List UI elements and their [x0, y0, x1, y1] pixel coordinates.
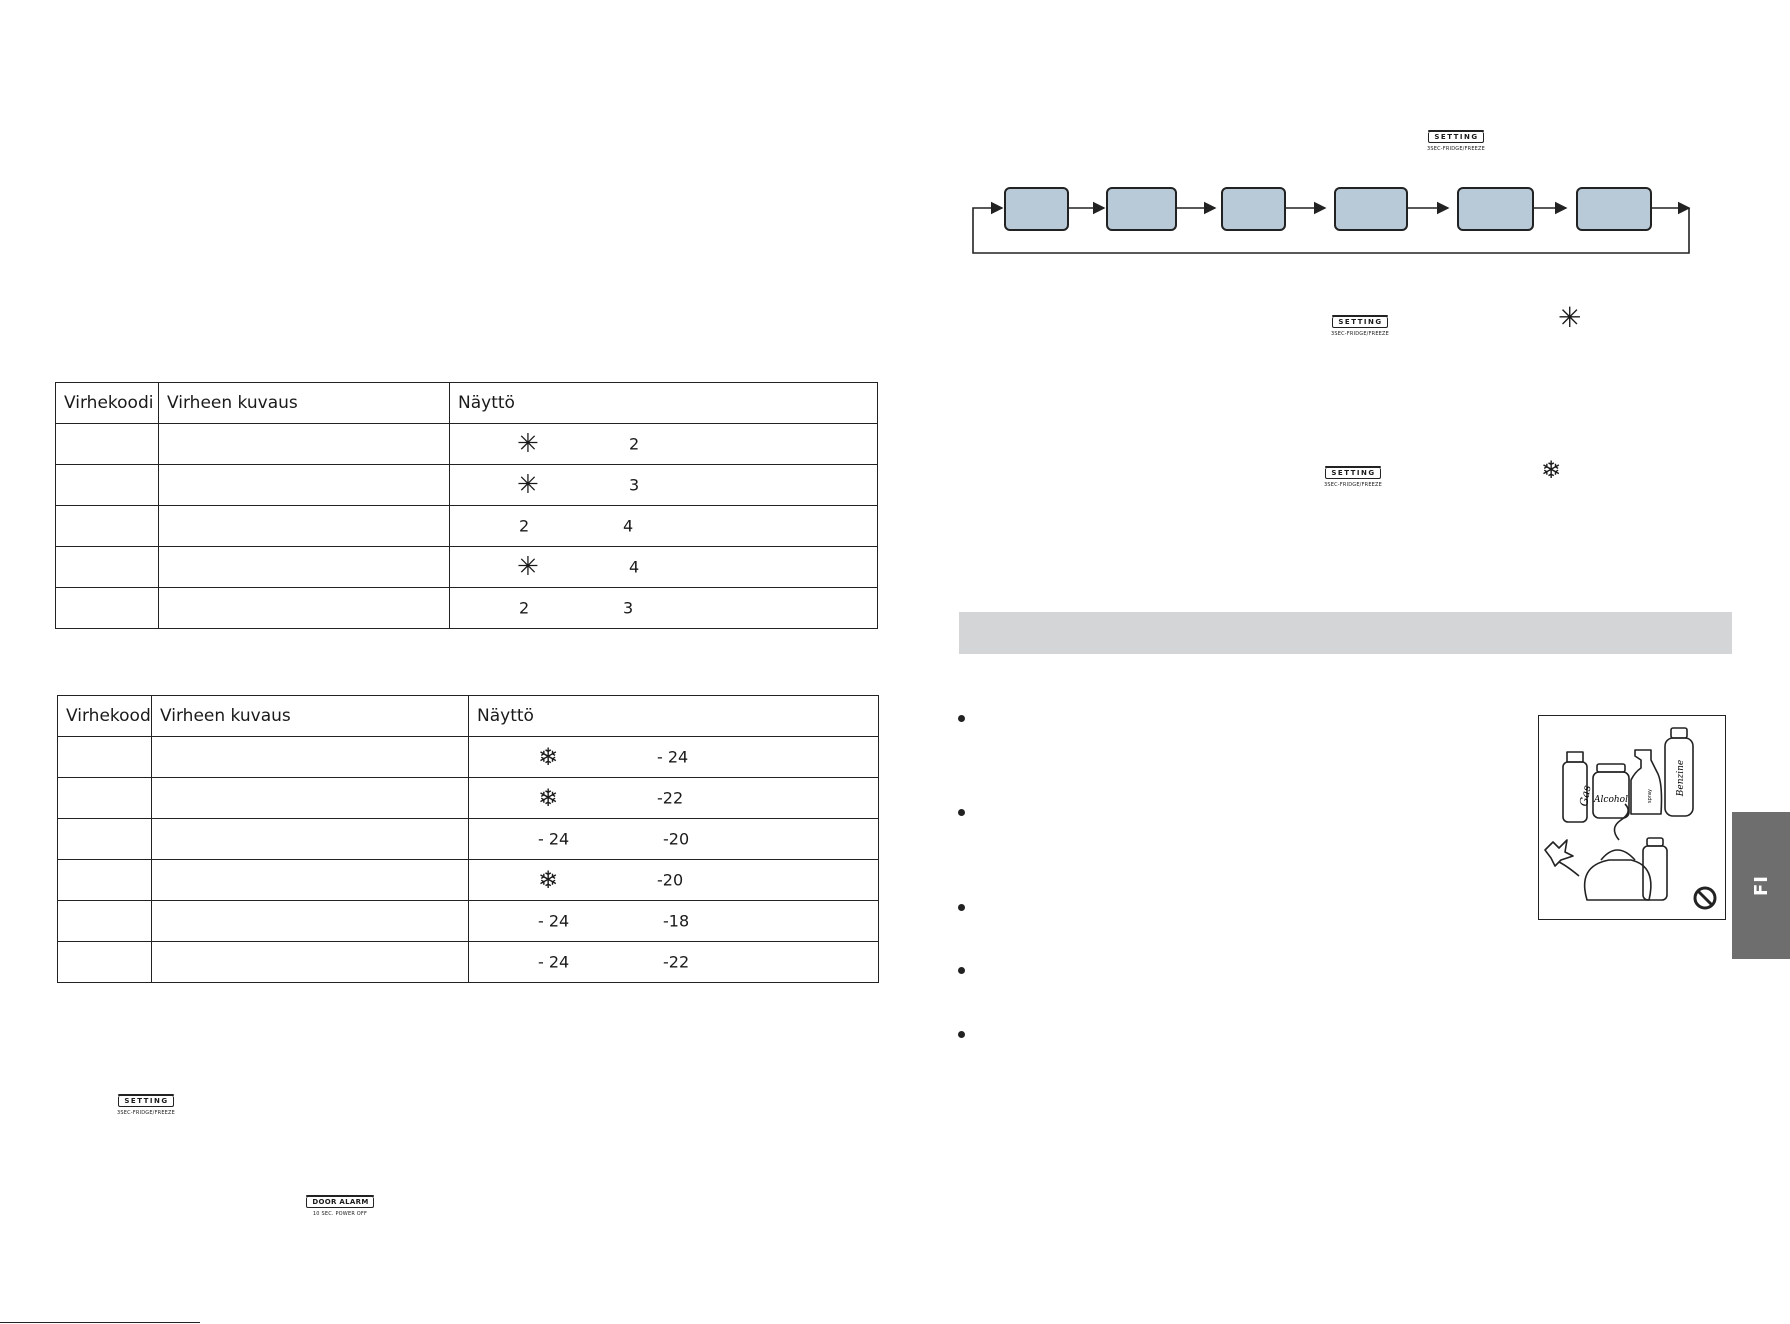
cycle-step-1 — [1004, 187, 1069, 231]
freezer-snowflake-icon: ❄ — [1541, 456, 1562, 484]
fridge-asterisk-icon: ✳ — [1558, 301, 1582, 334]
page-bottom-rule — [0, 1322, 200, 1323]
language-tab-label: FI — [1750, 875, 1772, 896]
freezer-snowflake-icon: ❄ — [538, 743, 559, 771]
bullet-point — [958, 904, 965, 911]
display-value: -18 — [663, 911, 690, 931]
col-header-description: Virheen kuvaus — [151, 695, 469, 737]
setting-label: SETTING — [1325, 466, 1381, 479]
display-value: 4 — [623, 516, 634, 536]
display-value: - 24 — [538, 952, 570, 972]
fridge-asterisk-icon: ✳ — [517, 552, 539, 582]
alcohol-label: Alcohol — [1593, 795, 1628, 805]
display-value: -22 — [663, 952, 690, 972]
table-row: ❄ -22 — [57, 777, 879, 819]
table-row: - 24 -22 — [57, 941, 879, 983]
cycle-step-3 — [1221, 187, 1286, 231]
bullet-point — [958, 967, 965, 974]
cycle-step-5 — [1457, 187, 1534, 231]
cycle-step-6 — [1576, 187, 1652, 231]
cycle-step-4 — [1334, 187, 1408, 231]
table-row: ❄ - 24 — [57, 736, 879, 778]
section-heading-band — [959, 612, 1732, 654]
freezer-snowflake-icon: ❄ — [538, 784, 559, 812]
setting-sub-label: 3SEC-FRIDGE/FREEZE — [116, 1110, 176, 1116]
bullet-point — [958, 715, 965, 722]
flammable-substances-illustration: Gas Alcohol spray Benzine — [1538, 715, 1726, 920]
col-header-code: Virhekoodi — [55, 382, 159, 424]
col-header-code: Virhekoodi — [57, 695, 152, 737]
setting-label: SETTING — [118, 1094, 174, 1107]
setting-button-icon: SETTING 3SEC-FRIDGE/FREEZE — [1320, 309, 1400, 337]
col-header-display: Näyttö — [449, 382, 878, 424]
table-row: ❄ -20 — [57, 859, 879, 901]
display-value: 2 — [519, 598, 530, 618]
display-value: - 24 — [538, 911, 570, 931]
display-value: -22 — [657, 788, 684, 808]
freezer-snowflake-icon: ❄ — [538, 866, 559, 894]
display-value: - 24 — [538, 829, 570, 849]
cycle-step-2 — [1106, 187, 1177, 231]
gas-label: Gas — [1577, 784, 1594, 807]
table-row: ✳3 — [55, 464, 878, 506]
setting-label: SETTING — [1332, 315, 1388, 328]
spray-label: spray — [1647, 789, 1653, 803]
display-value: 2 — [629, 434, 640, 454]
door-alarm-label: DOOR ALARM — [306, 1195, 374, 1208]
display-value: 3 — [623, 598, 634, 618]
language-tab-fi: FI — [1732, 812, 1790, 959]
bullet-point — [958, 1031, 965, 1038]
table-row: - 24 -20 — [57, 818, 879, 860]
table-header-row: Virhekoodi Virheen kuvaus Näyttö — [55, 382, 878, 424]
benzine-label: Benzine — [1676, 760, 1686, 797]
display-value: 3 — [629, 475, 640, 495]
table-row: ✳2 — [55, 423, 878, 465]
cycle-connectors — [972, 201, 1691, 254]
table-row: - 24 -18 — [57, 900, 879, 942]
display-value: - 24 — [657, 747, 689, 767]
setting-sub-label: 3SEC-FRIDGE/FREEZE — [1323, 482, 1383, 488]
door-alarm-button-icon: DOOR ALARM 10 SEC. POWER OFF — [300, 1189, 380, 1217]
flammable-items-drawing: Gas Alcohol spray Benzine — [1544, 727, 1717, 910]
display-value: -20 — [657, 870, 684, 890]
fridge-asterisk-icon: ✳ — [517, 429, 539, 459]
table-row: ✳4 — [55, 546, 878, 588]
display-value: 4 — [629, 557, 640, 577]
setting-button-icon: SETTING 3SEC-FRIDGE/FREEZE — [1416, 124, 1496, 152]
col-header-display: Näyttö — [468, 695, 879, 737]
door-alarm-sub-label: 10 SEC. POWER OFF — [312, 1211, 368, 1217]
freezer-error-table: Virhekoodi Virheen kuvaus Näyttö ❄ - 24 ❄… — [57, 695, 879, 983]
setting-button-icon: SETTING 3SEC-FRIDGE/FREEZE — [1313, 460, 1393, 488]
setting-sub-label: 3SEC-FRIDGE/FREEZE — [1330, 331, 1390, 337]
fridge-asterisk-icon: ✳ — [517, 470, 539, 500]
display-value: 2 — [519, 516, 530, 536]
setting-button-icon: SETTING 3SEC-FRIDGE/FREEZE — [106, 1088, 186, 1116]
setting-sub-label: 3SEC-FRIDGE/FREEZE — [1426, 146, 1486, 152]
col-header-description: Virheen kuvaus — [158, 382, 450, 424]
display-value: -20 — [663, 829, 690, 849]
bullet-point — [958, 809, 965, 816]
table-header-row: Virhekoodi Virheen kuvaus Näyttö — [57, 695, 879, 737]
fridge-error-table: Virhekoodi Virheen kuvaus Näyttö ✳2 ✳3 2… — [55, 382, 878, 629]
setting-label: SETTING — [1428, 130, 1484, 143]
